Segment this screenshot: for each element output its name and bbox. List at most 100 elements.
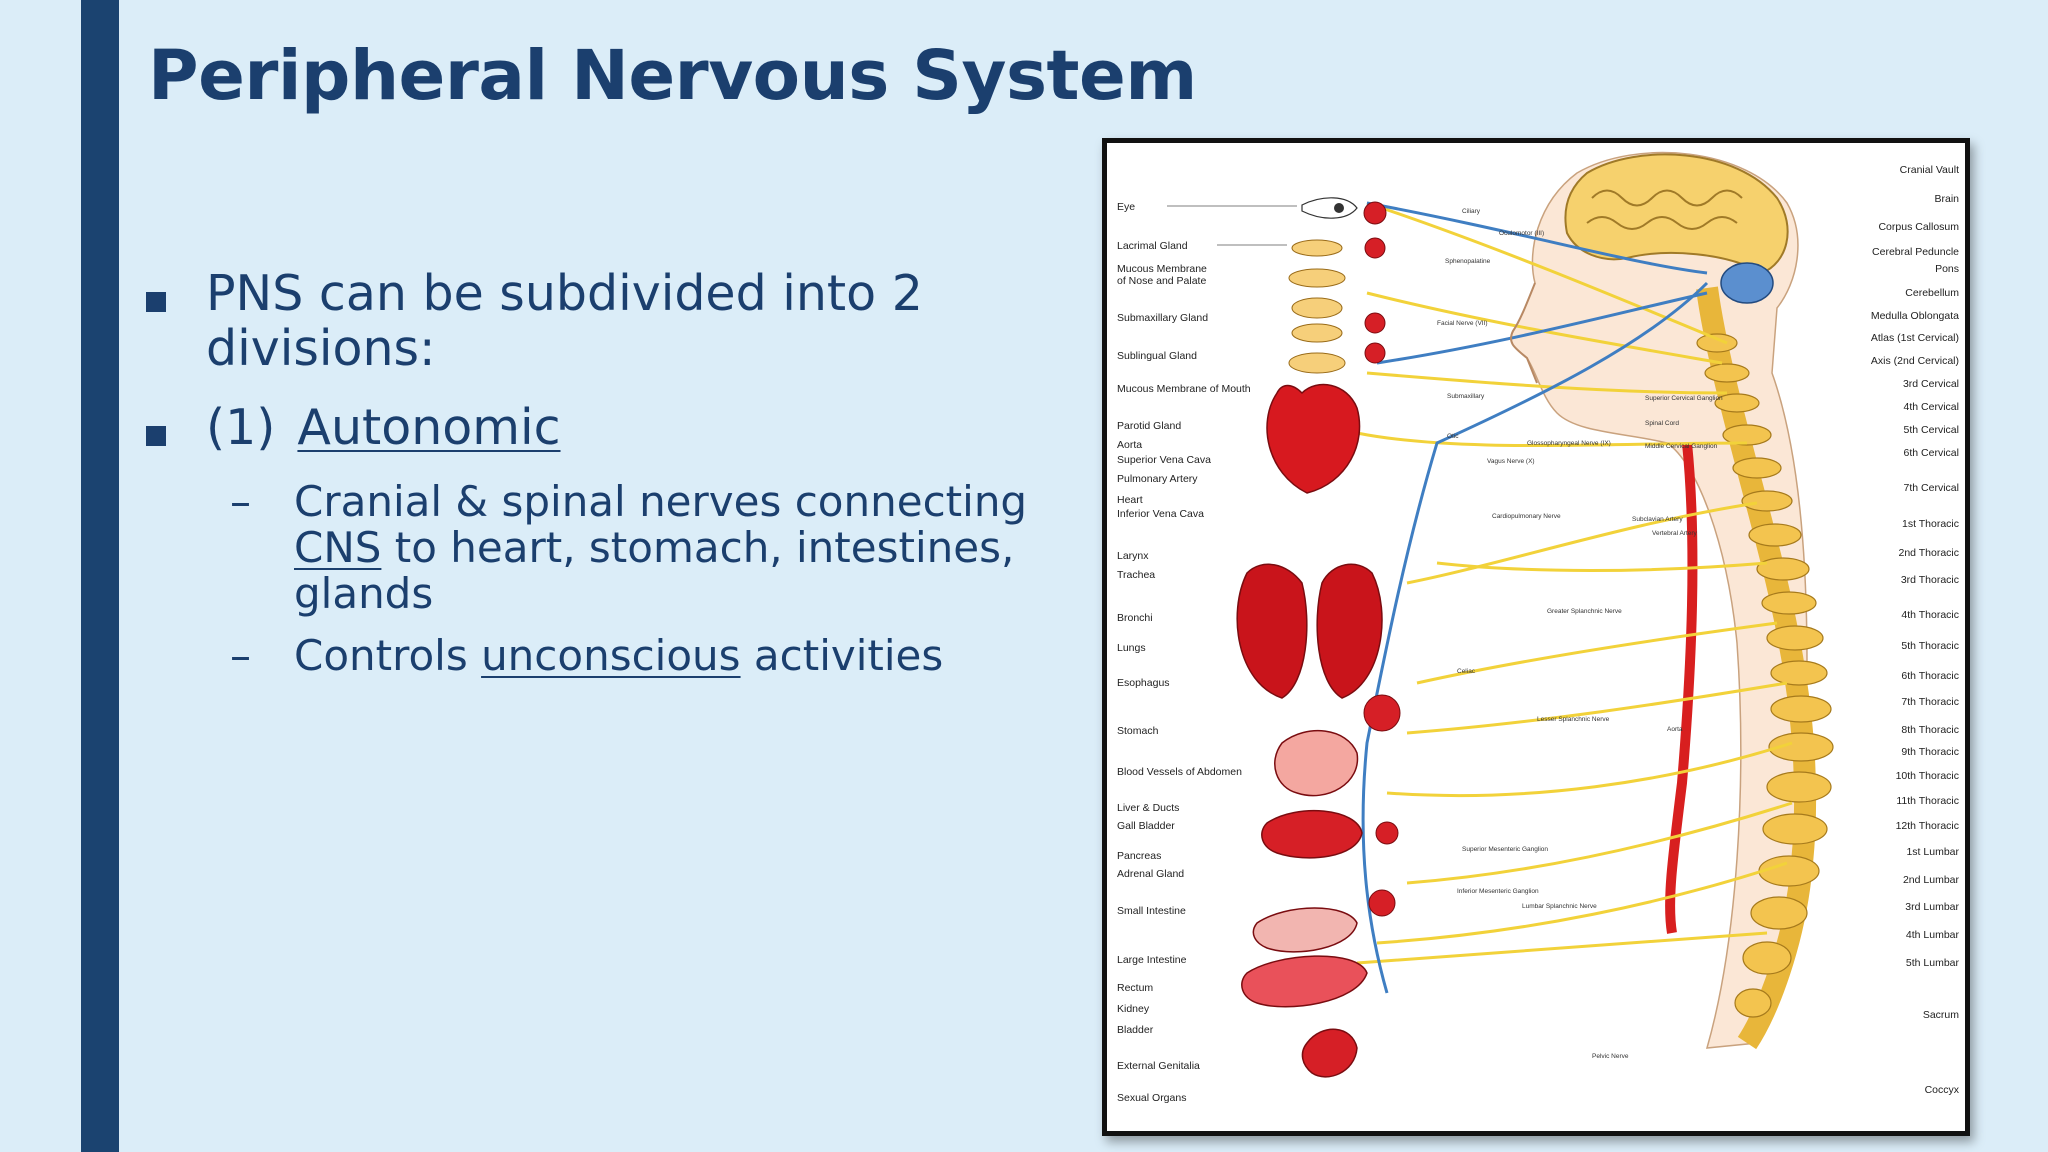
label-4th-thoracic: 4th Thoracic bbox=[1901, 609, 1959, 621]
label-10th-thoracic: 10th Thoracic bbox=[1896, 770, 1959, 782]
sub-bullet-text: activities bbox=[740, 631, 944, 680]
label-parotid-gland: Parotid Gland bbox=[1117, 420, 1181, 432]
label-small-intestine: Small Intestine bbox=[1117, 905, 1186, 917]
sub-bullet-text: Cranial & spinal nerves connecting bbox=[294, 477, 1028, 526]
label-aorta-center: Aorta bbox=[1667, 726, 1683, 733]
slide-title: Peripheral Nervous System bbox=[148, 36, 1197, 116]
lungs bbox=[1236, 563, 1383, 699]
bullet-text: PNS can be subdivided into 2 divisions: bbox=[206, 265, 923, 377]
label-3rd-thoracic: 3rd Thoracic bbox=[1901, 574, 1959, 586]
nervous-system-figure: Eye Lacrimal Gland Mucous Membrane of No… bbox=[1102, 138, 1970, 1136]
bullet-number: (1) bbox=[206, 399, 276, 456]
label-9th-thoracic: 9th Thoracic bbox=[1901, 746, 1959, 758]
label-spinal-cord: Spinal Cord bbox=[1645, 420, 1679, 427]
label-sacrum: Sacrum bbox=[1923, 1009, 1959, 1021]
label-glossopharyngeal: Glossopharyngeal Nerve (IX) bbox=[1527, 440, 1611, 447]
cerebellum bbox=[1720, 262, 1774, 304]
center-labels: Ciliary Oculomotor (III) Sphenopalatine … bbox=[1437, 208, 1723, 1060]
sub-bullet-text: to heart, stomach, intestines, glands bbox=[294, 523, 1015, 618]
label-7th-thoracic: 7th Thoracic bbox=[1901, 696, 1959, 708]
label-oculomotor: Oculomotor (III) bbox=[1499, 230, 1544, 237]
label-corpus-callosum: Corpus Callosum bbox=[1878, 221, 1959, 233]
heart bbox=[1266, 383, 1361, 494]
label-6th-thoracic: 6th Thoracic bbox=[1901, 670, 1959, 682]
label-cerebral-peduncle: Cerebral Peduncle bbox=[1872, 246, 1959, 258]
label-otic: Otic bbox=[1447, 433, 1459, 440]
label-pancreas: Pancreas bbox=[1117, 850, 1161, 862]
label-submaxillary-gland: Submaxillary Gland bbox=[1117, 312, 1208, 324]
label-inferior-mesenteric: Inferior Mesenteric Ganglion bbox=[1457, 888, 1539, 895]
organs bbox=[1236, 383, 1383, 1078]
label-5th-thoracic: 5th Thoracic bbox=[1901, 640, 1959, 652]
face-profile bbox=[1509, 282, 1538, 384]
cns-link[interactable]: CNS bbox=[294, 523, 382, 572]
autonomic-link[interactable]: Autonomic bbox=[297, 399, 561, 456]
label-7th-cervical: 7th Cervical bbox=[1904, 482, 1959, 494]
label-bronchi: Bronchi bbox=[1117, 612, 1153, 624]
ganglia bbox=[1363, 201, 1401, 917]
label-2nd-lumbar: 2nd Lumbar bbox=[1903, 874, 1960, 886]
label-greater-splanchnic: Greater Splanchnic Nerve bbox=[1547, 608, 1622, 615]
label-middle-cervical-ganglion: Middle Cervical Ganglion bbox=[1645, 443, 1718, 450]
label-large-intestine: Large Intestine bbox=[1117, 954, 1187, 966]
label-1st-thoracic: 1st Thoracic bbox=[1902, 518, 1959, 530]
label-inferior-vena-cava: Inferior Vena Cava bbox=[1117, 508, 1204, 520]
label-eye: Eye bbox=[1117, 201, 1135, 213]
label-facial-nerve: Facial Nerve (VII) bbox=[1437, 320, 1488, 327]
label-5th-lumbar: 5th Lumbar bbox=[1906, 957, 1960, 969]
label-atlas: Atlas (1st Cervical) bbox=[1871, 332, 1959, 344]
label-rectum: Rectum bbox=[1117, 982, 1153, 994]
bullet-list: PNS can be subdivided into 2 divisions: … bbox=[140, 266, 1090, 695]
label-blood-vessels-abdomen: Blood Vessels of Abdomen bbox=[1117, 766, 1242, 778]
unconscious-link[interactable]: unconscious bbox=[481, 631, 741, 680]
square-bullet-icon bbox=[146, 426, 166, 446]
stomach bbox=[1274, 729, 1359, 797]
label-sublingual-gland: Sublingual Gland bbox=[1117, 350, 1197, 362]
label-4th-lumbar: 4th Lumbar bbox=[1906, 929, 1960, 941]
label-bladder: Bladder bbox=[1117, 1024, 1154, 1036]
label-celiac: Celiac bbox=[1457, 668, 1476, 675]
label-medulla-oblongata: Medulla Oblongata bbox=[1871, 310, 1959, 322]
sub-bullet-item: – Controls unconscious activities bbox=[140, 633, 1090, 679]
label-pelvic-nerve: Pelvic Nerve bbox=[1592, 1053, 1629, 1060]
bullet-item: (1) Autonomic bbox=[140, 400, 1090, 455]
label-lungs: Lungs bbox=[1117, 642, 1146, 654]
label-coccyx: Coccyx bbox=[1925, 1084, 1960, 1096]
label-cerebellum: Cerebellum bbox=[1905, 287, 1959, 299]
label-nose-palate: of Nose and Palate bbox=[1117, 275, 1206, 287]
label-trachea: Trachea bbox=[1117, 569, 1155, 581]
label-vertebral-artery: Vertebral Artery bbox=[1652, 530, 1698, 537]
label-11th-thoracic: 11th Thoracic bbox=[1896, 795, 1959, 807]
label-stomach: Stomach bbox=[1117, 725, 1159, 737]
label-superior-cervical-ganglion: Superior Cervical Ganglion bbox=[1645, 395, 1723, 402]
label-submaxillary: Submaxillary bbox=[1447, 393, 1485, 400]
sub-bullet-text: Controls bbox=[294, 631, 482, 680]
label-subclavian-artery: Subclavian Artery bbox=[1632, 516, 1683, 523]
left-labels: Eye Lacrimal Gland Mucous Membrane of No… bbox=[1117, 201, 1297, 1104]
label-5th-cervical: 5th Cervical bbox=[1904, 424, 1959, 436]
label-esophagus: Esophagus bbox=[1117, 677, 1170, 689]
label-lumbar-splanchnic: Lumbar Splanchnic Nerve bbox=[1522, 903, 1597, 910]
label-aorta: Aorta bbox=[1117, 439, 1142, 451]
label-larynx: Larynx bbox=[1117, 550, 1149, 562]
label-kidney: Kidney bbox=[1117, 1003, 1150, 1015]
accent-side-bar bbox=[81, 0, 119, 1152]
label-3rd-lumbar: 3rd Lumbar bbox=[1905, 901, 1959, 913]
label-pons: Pons bbox=[1935, 263, 1959, 275]
vagus-nerve bbox=[1361, 201, 1709, 994]
nervous-system-diagram: Eye Lacrimal Gland Mucous Membrane of No… bbox=[1117, 151, 1960, 1104]
label-adrenal-gland: Adrenal Gland bbox=[1117, 868, 1184, 880]
label-brain: Brain bbox=[1934, 193, 1959, 205]
nerve-fibers bbox=[1356, 201, 1793, 965]
dash-bullet: – bbox=[230, 477, 251, 526]
label-liver-ducts: Liver & Ducts bbox=[1117, 802, 1179, 814]
label-lesser-splanchnic: Lesser Splanchnic Nerve bbox=[1537, 716, 1610, 723]
dash-bullet: – bbox=[230, 631, 251, 680]
brain bbox=[1564, 153, 1789, 275]
label-superior-mesenteric: Superior Mesenteric Ganglion bbox=[1462, 846, 1548, 853]
label-superior-vena-cava: Superior Vena Cava bbox=[1117, 454, 1211, 466]
label-heart: Heart bbox=[1117, 494, 1143, 506]
eye bbox=[1301, 197, 1358, 219]
label-gall-bladder: Gall Bladder bbox=[1117, 820, 1175, 832]
label-sexual-organs: Sexual Organs bbox=[1117, 1092, 1186, 1104]
